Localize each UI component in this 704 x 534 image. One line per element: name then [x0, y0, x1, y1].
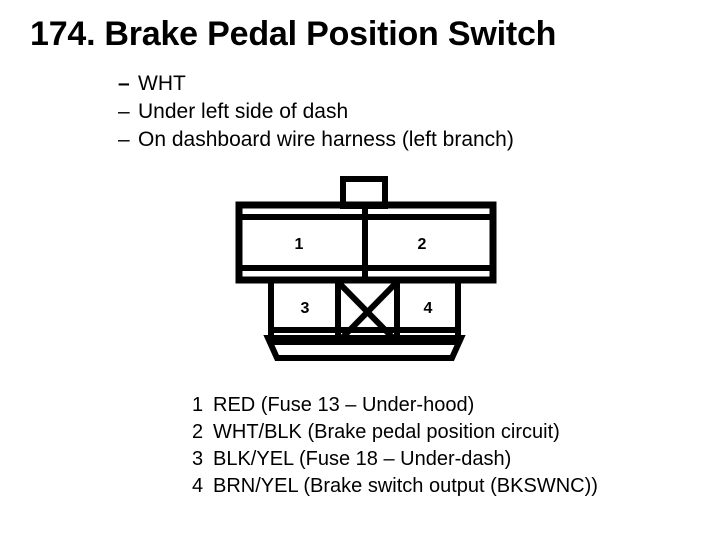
dash-bullet-icon: – — [118, 100, 130, 123]
pin-legend-row: 4 BRN/YEL (Brake switch output (BKSWNC)) — [192, 473, 598, 500]
pin-legend: 1 RED (Fuse 13 – Under-hood) 2 WHT/BLK (Br… — [192, 392, 598, 500]
pin-legend-description: BRN/YEL (Brake switch output (BKSWNC)) — [213, 475, 598, 497]
page-title: 174.Brake Pedal Position Switch — [30, 17, 556, 51]
detail-list-item-label: WHT — [138, 72, 186, 95]
connector-cell-label-4: 4 — [424, 300, 433, 317]
pin-legend-description: WHT/BLK (Brake pedal position circuit) — [213, 421, 560, 443]
connector-lower-shell — [268, 277, 461, 345]
connector-blank-cavity-cross-icon — [337, 281, 398, 343]
detail-list-item-label: On dashboard wire harness (left branch) — [138, 128, 514, 151]
connector-cell-label-1: 1 — [295, 236, 304, 253]
page-title-text: Brake Pedal Position Switch — [104, 15, 557, 53]
detail-list-item-label: Under left side of dash — [138, 100, 349, 123]
page-title-number: 174. — [30, 15, 96, 53]
detail-list-item: –WHT — [118, 70, 514, 98]
detail-list: –WHT –Under left side of dash –On dashbo… — [118, 70, 514, 154]
pin-legend-number: 1 — [192, 394, 204, 416]
connector-diagram: 1 2 3 4 — [230, 172, 500, 367]
pin-legend-row: 2 WHT/BLK (Brake pedal position circuit) — [192, 419, 598, 446]
connector-cell-label-2: 2 — [418, 236, 427, 253]
pin-legend-row: 1 RED (Fuse 13 – Under-hood) — [192, 392, 598, 419]
dash-bullet-icon: – — [118, 128, 130, 151]
pin-legend-description: BLK/YEL (Fuse 18 – Under-dash) — [213, 448, 512, 470]
connector-upper-shell — [235, 201, 497, 284]
pin-legend-row: 3 BLK/YEL (Fuse 18 – Under-dash) — [192, 446, 598, 473]
connector-cell-label-3: 3 — [301, 300, 310, 317]
pin-legend-number: 2 — [192, 421, 204, 443]
detail-list-item: –On dashboard wire harness (left branch) — [118, 126, 514, 154]
pin-legend-description: RED (Fuse 13 – Under-hood) — [213, 394, 475, 416]
connector-base-skirt — [263, 335, 466, 361]
pin-legend-number: 4 — [192, 475, 204, 497]
dash-bullet-icon: – — [118, 72, 130, 95]
detail-list-item: –Under left side of dash — [118, 98, 514, 126]
pin-legend-number: 3 — [192, 448, 204, 470]
